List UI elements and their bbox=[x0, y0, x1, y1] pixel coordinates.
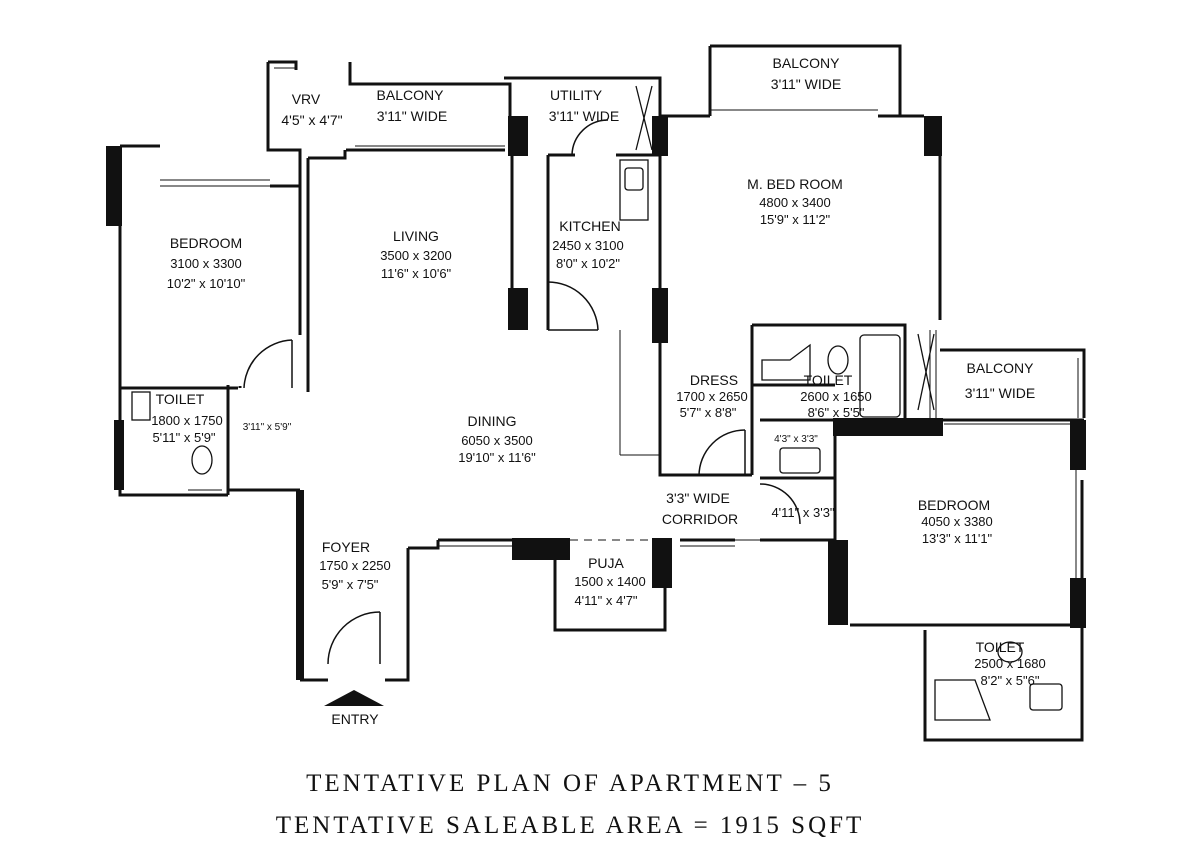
toilet-master-label: TOILET bbox=[804, 372, 853, 388]
kitchen-mm: 2450 x 3100 bbox=[552, 238, 624, 253]
balcony-top-right-label: BALCONY bbox=[773, 55, 841, 71]
windows bbox=[160, 67, 1079, 578]
living-label: LIVING bbox=[393, 228, 439, 244]
foyer-label: FOYER bbox=[322, 539, 370, 555]
bedroom-right-ft: 13'3" x 11'1" bbox=[922, 531, 993, 546]
toilet-left-ft: 5'11" x 5'9" bbox=[152, 430, 215, 445]
bedroom-left-ft: 10'2" x 10'10" bbox=[167, 276, 246, 291]
passage-left-dims: 3'11" x 5'9" bbox=[243, 422, 292, 433]
balcony-top-left-width: 3'11" WIDE bbox=[377, 108, 447, 124]
master-bedroom-ft: 15'9" x 11'2" bbox=[760, 212, 831, 227]
saleable-area: TENTATIVE SALEABLE AREA = 1915 SQFT bbox=[275, 812, 865, 839]
entry-arrow-icon bbox=[324, 690, 384, 706]
toilet-right-mm: 2500 x 1680 bbox=[974, 656, 1046, 671]
bedroom-left-mm: 3100 x 3300 bbox=[170, 256, 242, 271]
living-ft: 11'6" x 10'6" bbox=[381, 266, 452, 281]
bedroom-right-mm: 4050 x 3380 bbox=[921, 514, 993, 529]
balcony-right-label: BALCONY bbox=[967, 360, 1035, 376]
door-swings bbox=[243, 119, 801, 665]
master-bedroom-mm: 4800 x 3400 bbox=[759, 195, 831, 210]
corridor-label: CORRIDOR bbox=[662, 511, 738, 527]
dining-label: DINING bbox=[468, 413, 517, 429]
toilet-left-mm: 1800 x 1750 bbox=[151, 413, 223, 428]
foyer-mm: 1750 x 2250 bbox=[319, 558, 391, 573]
dress-mm: 1700 x 2650 bbox=[676, 389, 748, 404]
bedroom-left-label: BEDROOM bbox=[170, 235, 242, 251]
utility-width: 3'11" WIDE bbox=[549, 108, 619, 124]
puja-ft: 4'11" x 4'7" bbox=[574, 593, 637, 608]
balcony-top-left-label: BALCONY bbox=[377, 87, 445, 103]
foyer-ft: 5'9" x 7'5" bbox=[322, 577, 379, 592]
utility-label: UTILITY bbox=[550, 87, 603, 103]
master-bedroom-label: M. BED ROOM bbox=[747, 176, 843, 192]
structural-columns bbox=[106, 116, 1086, 680]
dress-label: DRESS bbox=[690, 372, 738, 388]
balcony-top-right-width: 3'11" WIDE bbox=[771, 76, 841, 92]
dining-ft: 19'10" x 11'6" bbox=[458, 450, 536, 465]
corridor-side-dims: 4'11" x 3'3" bbox=[771, 505, 834, 520]
kitchen-ft: 8'0" x 10'2" bbox=[556, 256, 620, 271]
toilet-master-mm: 2600 x 1650 bbox=[800, 389, 872, 404]
toilet-left-label: TOILET bbox=[156, 391, 205, 407]
dining-mm: 6050 x 3500 bbox=[461, 433, 533, 448]
puja-mm: 1500 x 1400 bbox=[574, 574, 646, 589]
kitchen-label: KITCHEN bbox=[559, 218, 620, 234]
puja-label: PUJA bbox=[588, 555, 624, 571]
room-labels: VRV 4'5" x 4'7" BALCONY 3'11" WIDE UTILI… bbox=[151, 55, 1046, 727]
vrv-label: VRV bbox=[292, 91, 321, 107]
toilet-right-label: TOILET bbox=[976, 639, 1025, 655]
fixtures bbox=[131, 85, 1063, 721]
toilet-right-ft: 8'2" x 5"6" bbox=[981, 673, 1040, 688]
dress-ft: 5'7" x 8'8" bbox=[680, 405, 737, 420]
entry-label: ENTRY bbox=[331, 711, 379, 727]
wash-area-dims: 4'3" x 3'3" bbox=[774, 434, 818, 445]
balcony-right-width: 3'11" WIDE bbox=[965, 385, 1035, 401]
vrv-dims: 4'5" x 4'7" bbox=[281, 112, 342, 128]
living-mm: 3500 x 3200 bbox=[380, 248, 452, 263]
corridor-width: 3'3" WIDE bbox=[666, 490, 730, 506]
toilet-master-ft: 8'6" x 5'5" bbox=[808, 405, 865, 420]
plan-title: TENTATIVE PLAN OF APARTMENT – 5 bbox=[306, 770, 834, 797]
bedroom-right-label: BEDROOM bbox=[918, 497, 990, 513]
